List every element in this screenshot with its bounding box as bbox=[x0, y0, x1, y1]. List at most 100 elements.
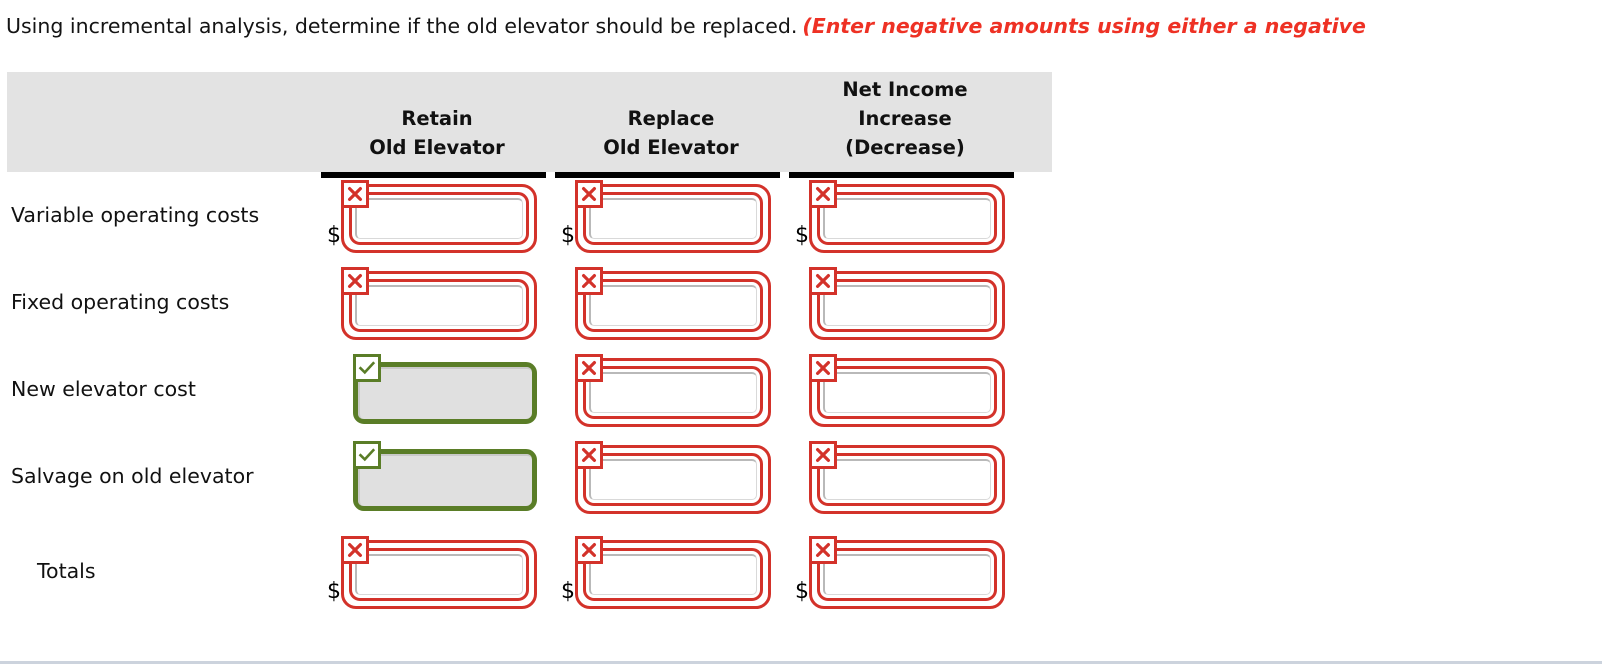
amount-input[interactable] bbox=[823, 198, 991, 239]
cross-icon bbox=[575, 354, 603, 382]
row-label: New elevator cost bbox=[11, 377, 196, 401]
amount-input-error-border bbox=[817, 453, 997, 506]
amount-input-error-border bbox=[583, 453, 763, 506]
amount-input[interactable] bbox=[823, 554, 991, 595]
check-icon bbox=[353, 441, 381, 469]
amount-input-wrapper bbox=[809, 536, 1005, 609]
column-header-replace: Replace Old Elevator bbox=[554, 104, 788, 162]
amount-input-error-border bbox=[583, 548, 763, 601]
amount-input-wrapper bbox=[809, 180, 1005, 253]
row-label: Variable operating costs bbox=[11, 203, 260, 227]
amount-input-error-border bbox=[817, 366, 997, 419]
cross-icon bbox=[809, 267, 837, 295]
amount-input[interactable] bbox=[589, 285, 757, 326]
amount-input-error-ring bbox=[575, 540, 771, 609]
amount-input-error-border bbox=[817, 192, 997, 245]
amount-input-error-ring bbox=[809, 540, 1005, 609]
amount-input-error-border bbox=[583, 192, 763, 245]
column-header-net-line-1: Net Income bbox=[842, 78, 968, 101]
amount-input-wrapper bbox=[575, 180, 771, 253]
amount-input-inset bbox=[358, 367, 532, 419]
table-cell: $ bbox=[781, 172, 1015, 259]
table-cell: $ bbox=[313, 172, 547, 259]
amount-input-error-ring bbox=[809, 358, 1005, 427]
table-row: Variable operating costs $ $ $ bbox=[0, 172, 1602, 259]
currency-symbol: $ bbox=[795, 579, 809, 604]
amount-input[interactable] bbox=[355, 554, 523, 595]
cross-icon bbox=[575, 180, 603, 208]
amount-input[interactable] bbox=[355, 198, 523, 239]
amount-input-error-ring bbox=[575, 445, 771, 514]
amount-input-wrapper bbox=[809, 267, 1005, 340]
row-label: Salvage on old elevator bbox=[11, 464, 254, 488]
amount-input[interactable] bbox=[823, 372, 991, 413]
amount-input-error-border bbox=[817, 279, 997, 332]
amount-input-error-border bbox=[583, 279, 763, 332]
amount-input-inset bbox=[358, 454, 532, 506]
cross-icon bbox=[809, 354, 837, 382]
cross-icon bbox=[809, 536, 837, 564]
cross-icon bbox=[809, 180, 837, 208]
row-label: Totals bbox=[37, 559, 96, 583]
question-prompt: Using incremental analysis, determine if… bbox=[6, 10, 1602, 42]
amount-input[interactable] bbox=[589, 198, 757, 239]
amount-input[interactable] bbox=[355, 285, 523, 326]
table-cell bbox=[547, 433, 781, 520]
question-alert-note: (Enter negative amounts using either a n… bbox=[802, 14, 1366, 38]
rule-segment-double bbox=[321, 172, 546, 178]
amount-input[interactable] bbox=[589, 372, 757, 413]
amount-input[interactable] bbox=[589, 554, 757, 595]
check-icon bbox=[353, 354, 381, 382]
table-cell bbox=[313, 346, 547, 433]
column-header-replace-line-1: Replace bbox=[627, 107, 715, 130]
table-row: New elevator cost bbox=[0, 346, 1602, 433]
amount-input-wrapper bbox=[809, 441, 1005, 514]
column-header-retain: Retain Old Elevator bbox=[320, 104, 554, 162]
table-cell bbox=[547, 259, 781, 346]
amount-input-wrapper bbox=[809, 354, 1005, 427]
column-header-net-line-3: (Decrease) bbox=[845, 136, 965, 159]
amount-input-wrapper bbox=[341, 536, 537, 609]
cross-icon bbox=[575, 536, 603, 564]
table-cell bbox=[781, 346, 1015, 433]
table-cell: $ bbox=[781, 528, 1015, 615]
row-label: Fixed operating costs bbox=[11, 290, 230, 314]
question-text: Using incremental analysis, determine if… bbox=[6, 14, 798, 38]
table-cell bbox=[781, 433, 1015, 520]
amount-input-error-border bbox=[349, 279, 529, 332]
amount-input-disabled bbox=[353, 449, 537, 511]
currency-symbol: $ bbox=[561, 223, 575, 248]
amount-input-error-border bbox=[349, 548, 529, 601]
column-header-replace-line-2: Old Elevator bbox=[603, 136, 739, 159]
amount-input[interactable] bbox=[823, 285, 991, 326]
cross-icon bbox=[575, 267, 603, 295]
cross-icon bbox=[575, 441, 603, 469]
rule-segment-double bbox=[555, 172, 780, 178]
table-body: Variable operating costs $ $ $ Fixed operati… bbox=[0, 172, 1602, 615]
amount-input-wrapper bbox=[575, 536, 771, 609]
table-cell: $ bbox=[547, 528, 781, 615]
currency-symbol: $ bbox=[561, 579, 575, 604]
column-header-net-line-2: Increase bbox=[858, 107, 952, 130]
amount-input-error-border bbox=[349, 192, 529, 245]
cross-icon bbox=[341, 180, 369, 208]
table-cell bbox=[781, 259, 1015, 346]
amount-input-wrapper bbox=[341, 441, 537, 514]
totals-rule-below bbox=[0, 172, 1602, 180]
column-header-retain-line-2: Old Elevator bbox=[369, 136, 505, 159]
table-cell: $ bbox=[547, 172, 781, 259]
amount-input-error-ring bbox=[341, 184, 537, 253]
amount-input-wrapper bbox=[341, 267, 537, 340]
amount-input-error-border bbox=[817, 548, 997, 601]
currency-symbol: $ bbox=[795, 223, 809, 248]
column-header-retain-line-1: Retain bbox=[401, 107, 473, 130]
amount-input[interactable] bbox=[589, 459, 757, 500]
amount-input-disabled bbox=[353, 362, 537, 424]
table-cell: $ bbox=[313, 528, 547, 615]
amount-input-error-ring bbox=[809, 445, 1005, 514]
amount-input[interactable] bbox=[823, 459, 991, 500]
amount-input-error-ring bbox=[341, 271, 537, 340]
amount-input-error-ring bbox=[575, 271, 771, 340]
table-cell bbox=[313, 259, 547, 346]
table-row: Fixed operating costs bbox=[0, 259, 1602, 346]
